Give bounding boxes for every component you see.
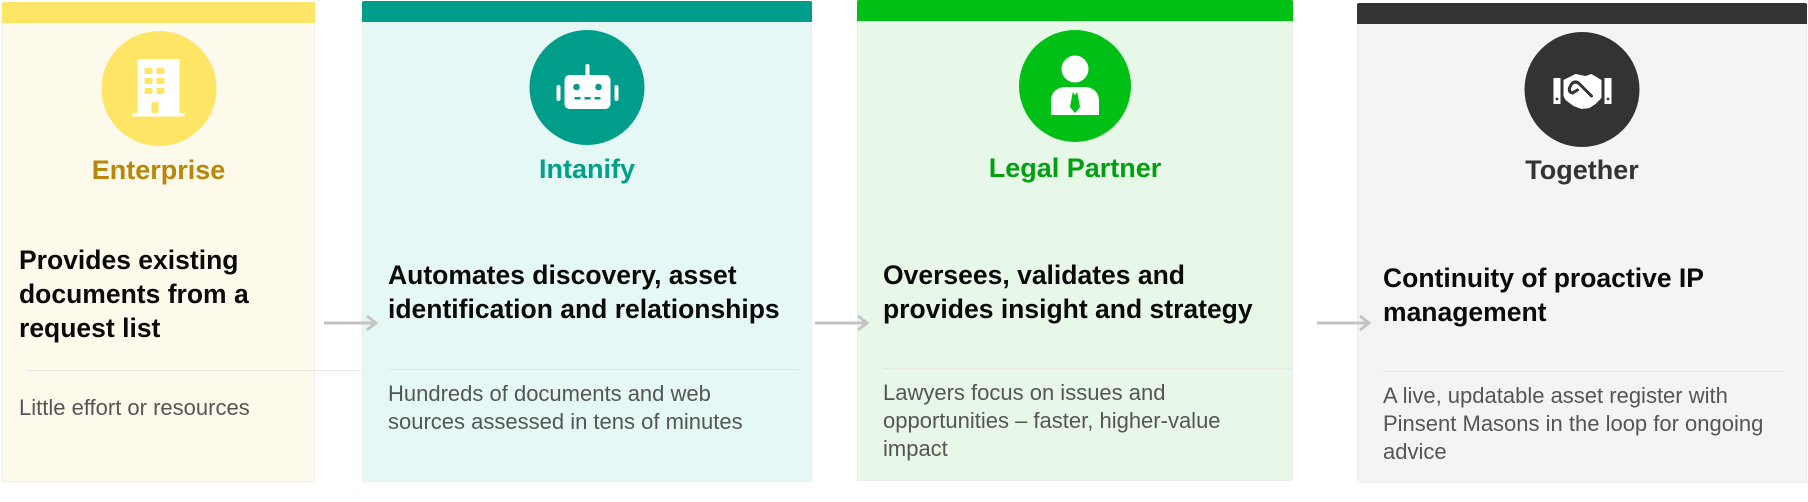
card-heading: Automates discovery, asset identificatio… (388, 260, 780, 324)
card-enterprise: Enterprise Provides existing documents f… (2, 2, 413, 482)
card-together: Together Continuity of proactive IP mana… (1357, 3, 1807, 483)
icon-circle (1019, 30, 1131, 142)
card-heading: Provides existing documents from a reque… (19, 245, 249, 343)
robot-icon (556, 63, 618, 109)
card-accent-bar (362, 1, 812, 22)
divider (883, 368, 1293, 369)
handshake-icon (1553, 73, 1611, 109)
card-intanify: Intanify Automates discovery, asset iden… (362, 1, 812, 482)
divider (1383, 371, 1783, 372)
card-heading: Continuity of proactive IP management (1383, 263, 1704, 327)
icon-circle (529, 30, 645, 145)
card-title: Together (1525, 155, 1639, 185)
arrow-right-icon (1317, 314, 1372, 332)
card-title: Legal Partner (988, 153, 1162, 183)
divider (26, 370, 413, 371)
divider (388, 369, 798, 370)
card-description: Little effort or resources (19, 395, 250, 420)
card-accent-bar (1357, 3, 1807, 24)
icon-circle (1524, 32, 1640, 147)
card-title: Enterprise (91, 155, 226, 185)
card-legal-partner: Legal Partner Oversees, validates and pr… (857, 0, 1293, 481)
card-description: Lawyers focus on issues and opportunitie… (883, 380, 1221, 461)
arrow-right-icon (815, 314, 870, 332)
icon-circle (101, 31, 216, 146)
card-accent-bar (857, 0, 1293, 21)
card-description: A live, updatable asset register with Pi… (1383, 383, 1764, 464)
card-accent-bar (2, 2, 315, 23)
card-title: Intanify (538, 154, 635, 184)
building-icon (132, 58, 185, 116)
lawyer-icon (1051, 55, 1099, 115)
card-description: Hundreds of documents and web sources as… (388, 381, 743, 434)
card-heading: Oversees, validates and provides insight… (883, 260, 1253, 324)
arrow-right-icon (324, 314, 379, 332)
